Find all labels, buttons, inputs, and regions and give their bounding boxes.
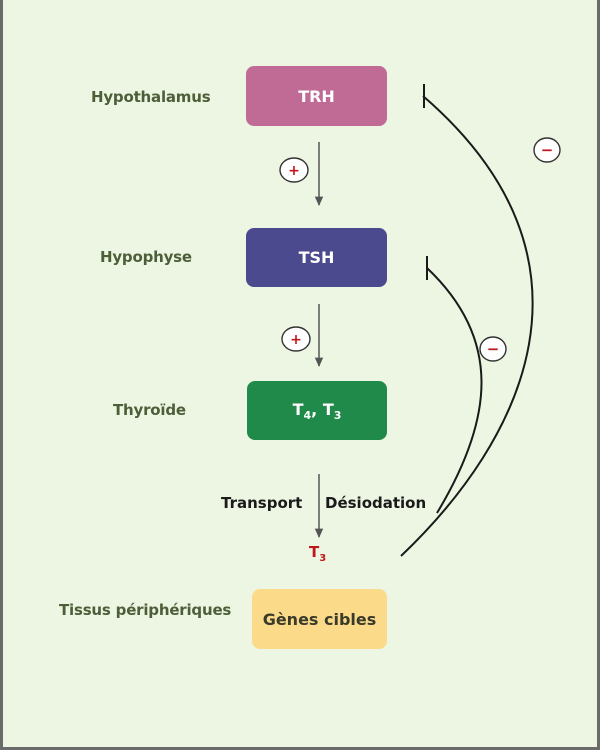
plus-sign-text-1: + <box>288 163 300 179</box>
label-thyroide: Thyroïde <box>113 401 186 419</box>
box-trh: TRH <box>246 66 387 126</box>
box-t4-t3: T4, T3 <box>247 381 387 440</box>
feedback-curve-hypophyse <box>426 267 483 514</box>
box-genes-cibles: Gènes cibles <box>252 589 387 649</box>
label-hypophyse: Hypophyse <box>100 248 192 266</box>
minus-sign-text-2: − <box>487 340 500 358</box>
transport-label: Transport <box>221 494 303 512</box>
minus-sign-icon-2 <box>479 336 507 362</box>
feedback-curve-hypothalamus <box>400 95 534 557</box>
box-tsh: TSH <box>246 228 387 287</box>
box-tsh-text: TSH <box>298 248 335 267</box>
arrows-layer: + + − − <box>279 84 561 557</box>
plus-sign-icon-2 <box>281 326 311 352</box>
minus-sign-icon-1 <box>533 137 561 163</box>
plus-sign-text-2: + <box>290 332 302 348</box>
plus-sign-icon-1 <box>279 157 309 183</box>
t3-label: T3 <box>309 543 327 564</box>
box-trh-text: TRH <box>298 86 335 106</box>
label-hypothalamus: Hypothalamus <box>91 88 211 106</box>
box-t4-t3-text: T4, T3 <box>292 399 342 422</box>
label-tissus-peripheriques: Tissus périphériques <box>59 601 232 619</box>
desiodation-label: Désiodation <box>325 494 427 512</box>
minus-sign-text-1: − <box>541 141 554 159</box>
box-genes-cibles-text: Gènes cibles <box>262 609 377 629</box>
